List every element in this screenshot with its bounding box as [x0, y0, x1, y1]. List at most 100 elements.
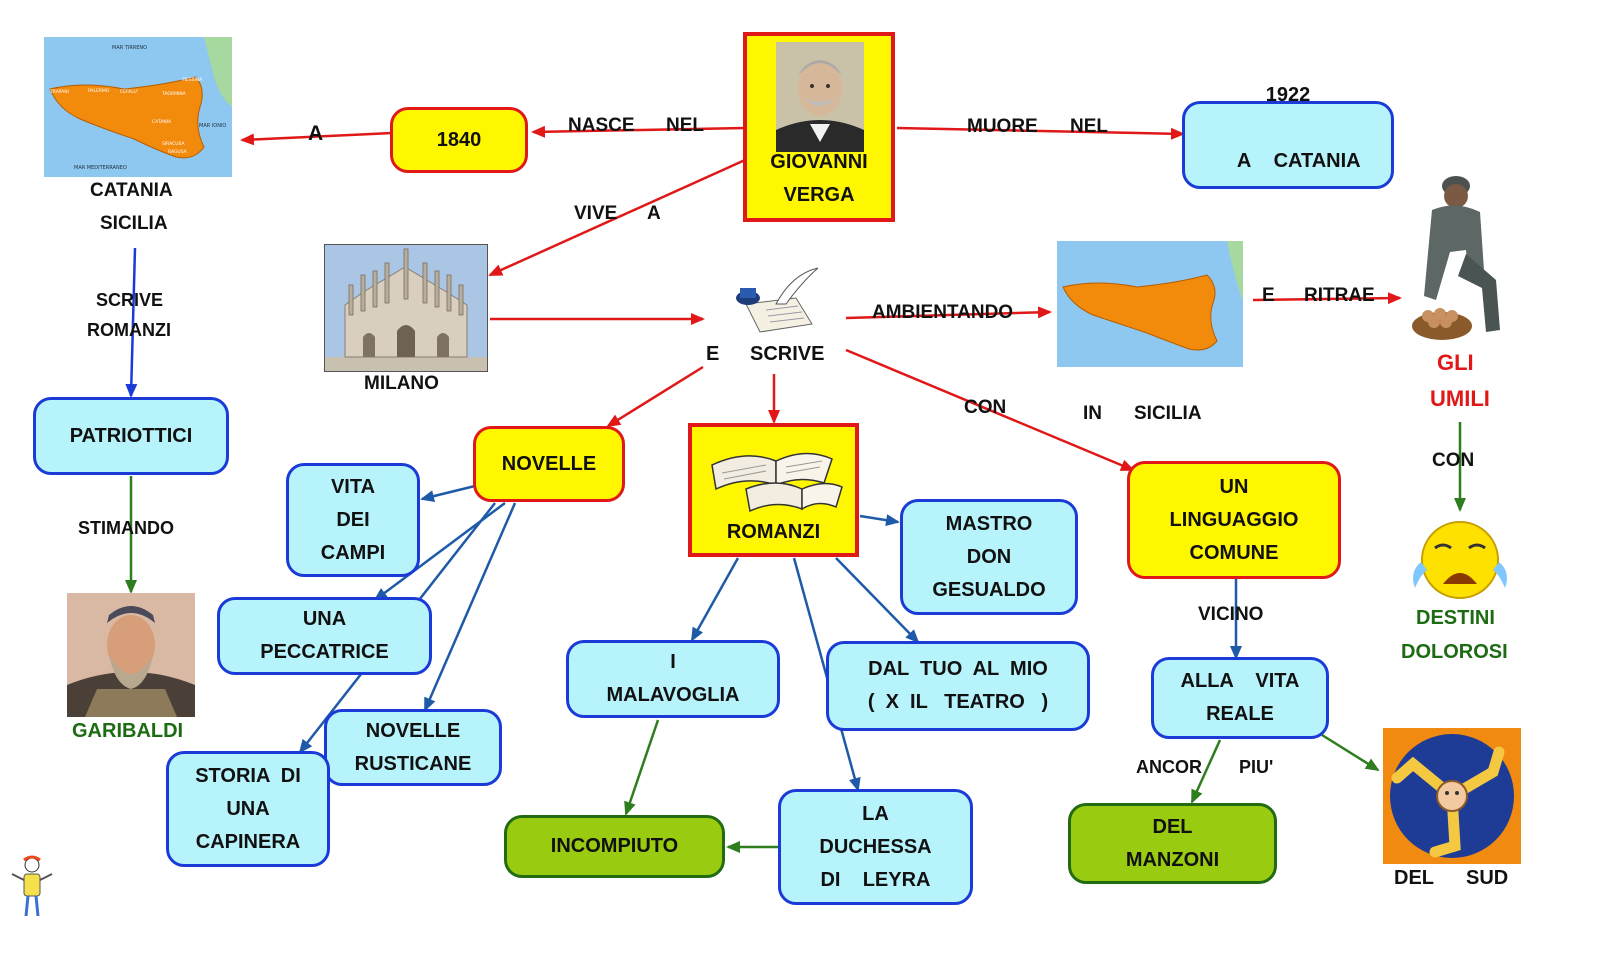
link-label-e-2: E [1262, 285, 1275, 306]
place-in: IN [1083, 403, 1102, 424]
verga-name-line2: VERGA [783, 184, 855, 206]
sud-sud: SUD [1466, 867, 1509, 889]
dal-tuo-line1: DAL TUO AL MIO [868, 658, 1048, 680]
link-verga-1922 [896, 126, 1185, 140]
link-label-vicino: VICINO [1198, 604, 1264, 625]
capinera-line3: CAPINERA [195, 830, 301, 853]
link-label-romanzi: ROMANZI [87, 320, 171, 340]
verga-name-line1: GIOVANNI [770, 151, 868, 173]
death-node: 1922 A CATANIA [1182, 84, 1394, 189]
rusticane-line1: NOVELLE [365, 719, 461, 742]
mastro-don-gesualdo-node: MASTRO DON GESUALDO [900, 499, 1078, 615]
sicily-map-setting [1057, 241, 1243, 367]
link-label-vive: VIVE [574, 203, 618, 224]
malavoglia-line2: MALAVOGLIA [606, 684, 740, 706]
svg-text:MAR IONIO: MAR IONIO [199, 123, 226, 129]
svg-text:MAR MEDITERRANEO: MAR MEDITERRANEO [74, 165, 127, 171]
novelle-node: NOVELLE [473, 426, 625, 502]
capinera-line2: UNA [226, 797, 270, 820]
center-node-verga: GIOVANNI VERGA [743, 32, 895, 222]
crying-face-icon [1405, 512, 1515, 602]
vita-line2: DEI [336, 508, 370, 531]
fate-destini: DESTINI [1416, 607, 1495, 629]
garibaldi-portrait [67, 593, 195, 717]
duchessa-line1: LA [862, 802, 889, 825]
subject-umili: UMILI [1430, 386, 1490, 411]
trinacria-symbol-image [1383, 728, 1521, 864]
duchessa-line3: DI LEYRA [820, 868, 931, 891]
svg-text:RAGUSA: RAGUSA [168, 149, 188, 155]
milan-cathedral-image [324, 244, 488, 372]
link-label-piu: PIU' [1239, 757, 1274, 777]
fate-dolorosi: DOLOROSI [1401, 641, 1508, 663]
mastro-line2: DON [966, 545, 1012, 568]
svg-text:CEFALU': CEFALU' [120, 89, 138, 95]
link-label-con: CON [1432, 450, 1475, 471]
patriottici-label: PATRIOTTICI [69, 424, 193, 447]
link-label-con-2: CON [964, 397, 1007, 418]
svg-text:PALERMO: PALERMO [88, 88, 110, 94]
duchessa-di-leyra-node: LA DUCHESSA DI LEYRA [778, 789, 973, 905]
link-label-a: A [308, 122, 324, 145]
dal-tuo-line2: ( X IL TEATRO ) [867, 691, 1049, 713]
peasant-worker-image [1406, 170, 1510, 346]
svg-text:MESSINA: MESSINA [182, 77, 203, 83]
mastro-line1: MASTRO [945, 512, 1033, 535]
manzoni-node: DEL MANZONI [1068, 803, 1277, 884]
link-1840-catania [240, 131, 393, 146]
link-label-ambientando: AMBIENTANDO [872, 302, 1014, 323]
incompiuto-node: INCOMPIUTO [504, 815, 725, 878]
link-verga-1840 [531, 125, 746, 138]
novelle-rusticane-node: NOVELLE RUSTICANE [324, 709, 502, 786]
vita-dei-campi-node: VITA DEI CAMPI [286, 463, 420, 577]
peccatrice-line1: UNA [302, 608, 347, 630]
place-milano: MILANO [364, 373, 439, 394]
hero-garibaldi: GARIBALDI [72, 720, 184, 742]
link-label-muore: MUORE [967, 116, 1038, 137]
link-verga-milano [488, 158, 746, 277]
link-label-nel-2: NEL [1070, 116, 1108, 137]
quill-inkwell-icon [726, 264, 822, 334]
vita-line3: CAMPI [320, 541, 386, 564]
birth-year: 1840 [436, 128, 482, 151]
place-sicilia: SICILIA [100, 213, 168, 234]
sicily-map-top-left: MAR TIRRENO MAR MEDITERRANEO MAR IONIO T… [44, 37, 232, 177]
manzoni-line1: DEL [1152, 815, 1193, 838]
link-label-nasce: NASCE [568, 115, 635, 136]
malavoglia-node: I MALAVOGLIA [566, 640, 780, 718]
link-scrive-linguaggio [845, 348, 1135, 472]
reale-line1: ALLA VITA [1180, 670, 1300, 692]
link-label-stimando: STIMANDO [78, 518, 174, 538]
svg-text:TAORMINA: TAORMINA [161, 91, 187, 97]
vita-reale-node: ALLA VITA REALE [1151, 657, 1329, 739]
linguaggio-line2: LINGUAGGIO [1169, 508, 1299, 531]
una-peccatrice-node: UNA PECCATRICE [217, 597, 432, 675]
novelle-label: NOVELLE [501, 452, 597, 475]
link-scrive-novelle [606, 365, 704, 428]
vita-line1: VITA [330, 475, 376, 498]
svg-text:CATANIA: CATANIA [152, 119, 172, 125]
rusticane-line2: RUSTICANE [354, 752, 472, 775]
mascot-figure-icon [8, 854, 56, 922]
duchessa-line2: DUCHESSA [819, 835, 932, 858]
sud-del: DEL [1394, 867, 1434, 889]
place-sicilia-2: SICILIA [1134, 403, 1202, 424]
link-label-a-2: A [647, 203, 661, 224]
open-books-icon [706, 431, 846, 513]
verga-portrait [776, 42, 864, 152]
romanzi-label: ROMANZI [726, 521, 821, 543]
patriottici-node: PATRIOTTICI [33, 397, 229, 475]
manzoni-line2: MANZONI [1125, 848, 1220, 871]
death-place: CATANIA [1273, 150, 1361, 172]
birth-year-node: 1840 [390, 107, 528, 173]
peccatrice-line2: PECCATRICE [260, 641, 389, 663]
link-label-ancor: ANCOR [1136, 757, 1202, 777]
subject-gli: GLI [1437, 350, 1474, 375]
link-label-nel: NEL [666, 115, 704, 136]
svg-text:SIRACUSA: SIRACUSA [162, 141, 186, 147]
mastro-line3: GESUALDO [932, 578, 1046, 601]
linguaggio-comune-node: UN LINGUAGGIO COMUNE [1127, 461, 1341, 579]
reale-line2: REALE [1206, 703, 1274, 725]
death-year: 1922 [1265, 84, 1311, 106]
map-label-north: MAR TIRRENO [112, 45, 147, 51]
